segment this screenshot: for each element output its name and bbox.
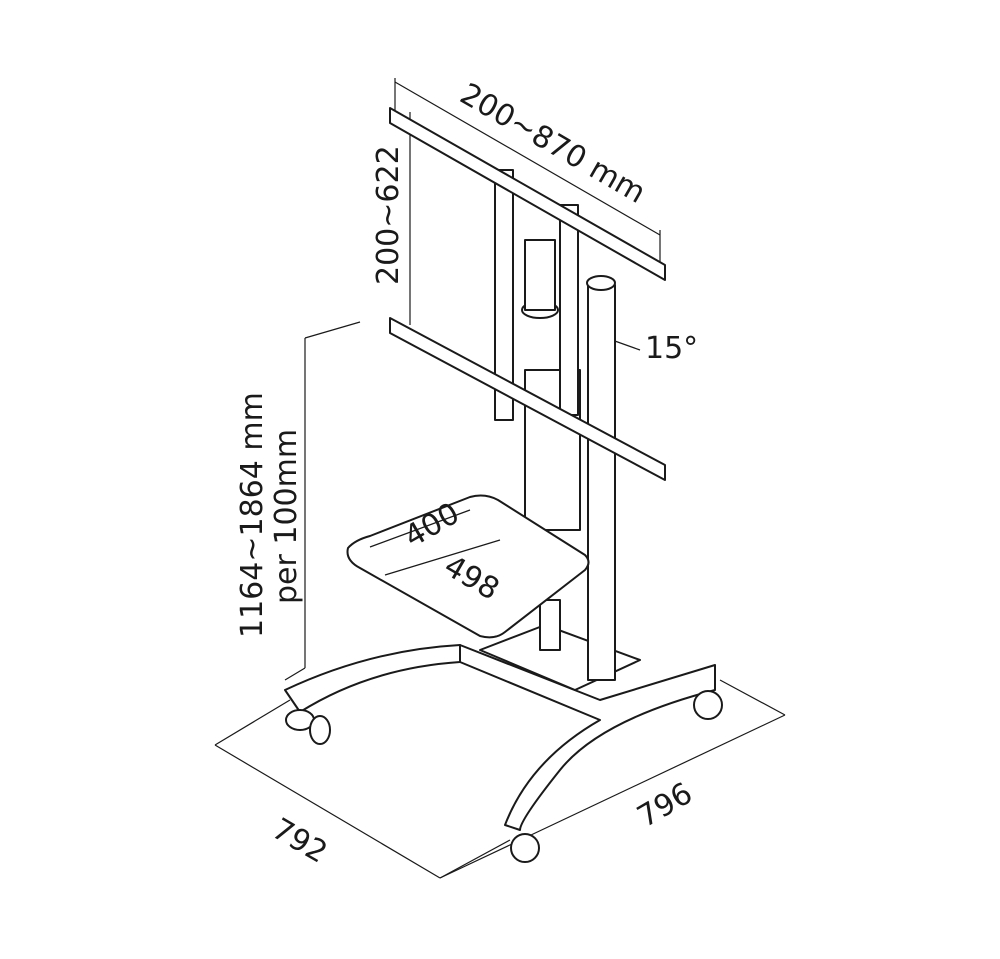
base <box>284 624 723 863</box>
caster-right <box>693 690 723 720</box>
pole <box>587 284 616 681</box>
dimension-lines <box>214 78 786 879</box>
tilt-label: 15° <box>645 331 698 366</box>
top-rail <box>389 107 666 281</box>
base-width-label: 796 <box>632 776 699 835</box>
vesa-height-label: 200~622 <box>371 145 406 285</box>
bottom-rail <box>389 317 666 481</box>
vesa-width-label: 200~870 mm <box>454 77 651 211</box>
height-step-label: per 100mm <box>269 429 304 604</box>
caster-front <box>510 833 540 863</box>
vesa-bracket <box>389 107 666 481</box>
shelf <box>346 494 590 639</box>
height-range-label: 1164~1864 mm <box>235 392 270 638</box>
base-depth-label: 792 <box>266 812 333 871</box>
